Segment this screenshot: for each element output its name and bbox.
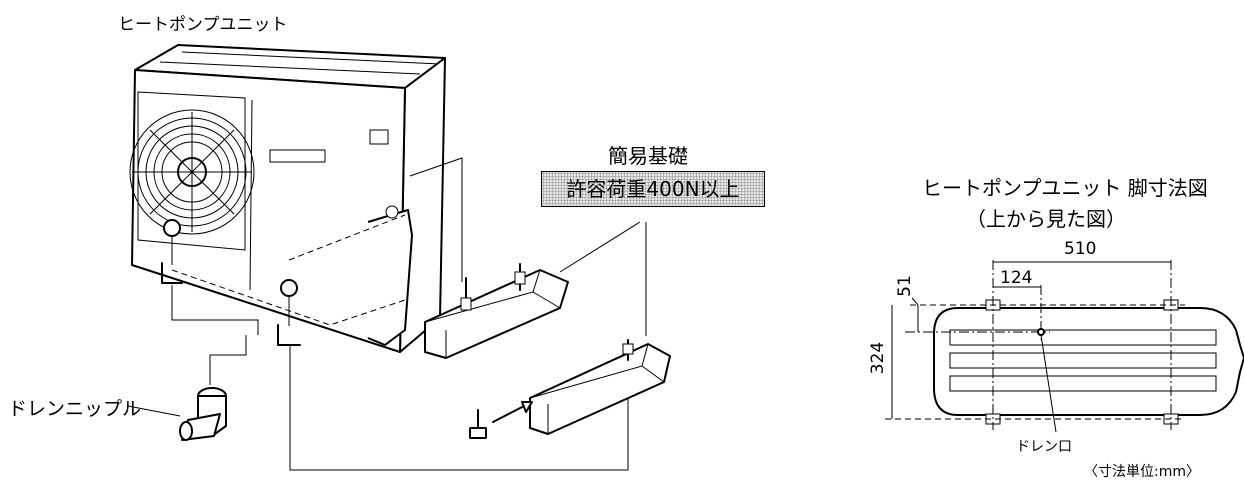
dim-drain-offset-y: 51 — [894, 275, 915, 297]
hidden-lines — [171, 214, 406, 326]
drain-nipple-label: ドレンニップル — [8, 398, 142, 420]
base-title: 簡易基礎 — [608, 144, 688, 168]
dimension-subtitle: （上から見た図） — [966, 207, 1126, 231]
base-block-upper — [424, 263, 569, 359]
leader-lines — [127, 157, 647, 471]
dim-foot-depth: 324 — [868, 341, 889, 375]
dimension-drawing — [885, 260, 1244, 433]
dim-drain-offset-x: 124 — [1000, 268, 1033, 288]
heat-pump-unit — [131, 44, 446, 353]
drain-port-label: ドレン口 — [1016, 439, 1072, 455]
side-cover — [367, 205, 413, 346]
drain-nipple-part — [179, 387, 227, 441]
fan-guard — [129, 109, 255, 235]
load-rating-text: 許容荷重400N以上 — [566, 177, 740, 201]
unit-note: 〈寸法単位:mm〉 — [1084, 464, 1200, 480]
unit-title: ヒートポンプユニット — [118, 15, 288, 35]
load-rating-label: 許容荷重400N以上 — [541, 171, 765, 207]
base-block-lower — [529, 339, 671, 435]
unit-feet — [161, 219, 301, 346]
bolt — [469, 401, 533, 439]
dim-foot-spacing: 510 — [1064, 239, 1097, 259]
dimension-title: ヒートポンプユニット 脚寸法図 — [922, 176, 1208, 200]
